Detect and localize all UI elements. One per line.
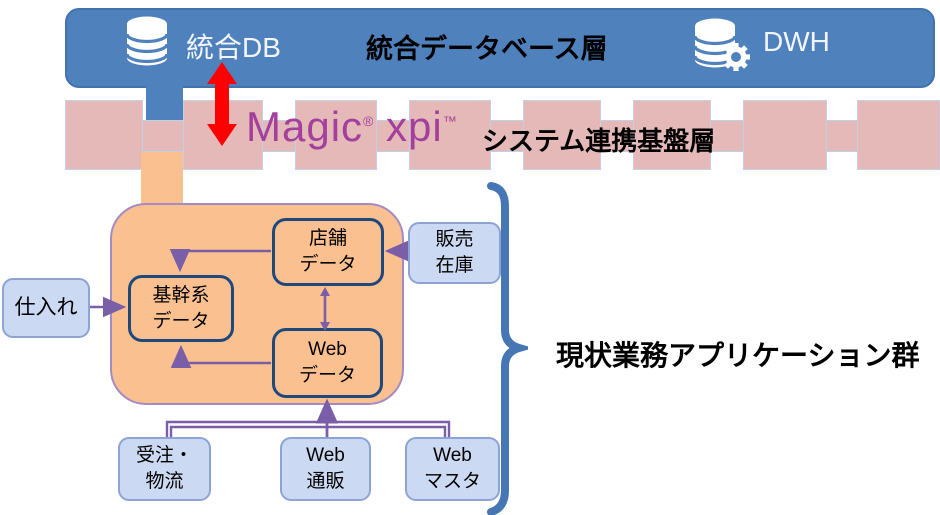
unified-db-label: 統合DB [186, 32, 281, 63]
xpi-logo-word: xpi [386, 103, 443, 150]
database-icon [125, 16, 169, 66]
web-master-box: Web マスタ [405, 437, 500, 501]
juchu-butsuryu-box: 受注・ 物流 [118, 437, 211, 501]
database-layer-title: 統合データベース層 [366, 34, 608, 64]
integration-bar-segment [409, 100, 491, 170]
application-connector-tab [141, 152, 183, 206]
magic-logo-word: Magic [246, 103, 364, 150]
integration-bar-segment [633, 100, 711, 170]
integration-bar-segment [65, 100, 143, 170]
database-connector-tab [146, 86, 183, 122]
hanbai-zaiko-box: 販売 在庫 [408, 222, 501, 284]
curly-brace-icon [487, 182, 528, 515]
integration-bar-segment [295, 100, 377, 170]
magic-xpi-logo: Magic® xpi™ [246, 106, 457, 148]
integration-bar-segment [743, 100, 827, 170]
integration-layer-title: システム連携基盤層 [482, 126, 716, 156]
dwh-label: DWH [763, 26, 830, 57]
integration-bar-segment [523, 100, 601, 170]
application-group-label: 現状業務アプリケーション群 [556, 340, 920, 371]
kikan-data-box: 基幹系 データ [128, 275, 234, 342]
tenpo-data-box: 店舗 データ [272, 218, 384, 286]
database-gear-icon [693, 18, 750, 71]
registered-mark: ® [363, 113, 374, 129]
integration-bar-segment [857, 100, 940, 170]
trademark-mark: ™ [442, 113, 457, 129]
web-tsuhan-box: Web 通販 [280, 437, 371, 501]
shiire-box: 仕入れ [2, 278, 90, 338]
web-data-box: Web データ [272, 328, 383, 398]
